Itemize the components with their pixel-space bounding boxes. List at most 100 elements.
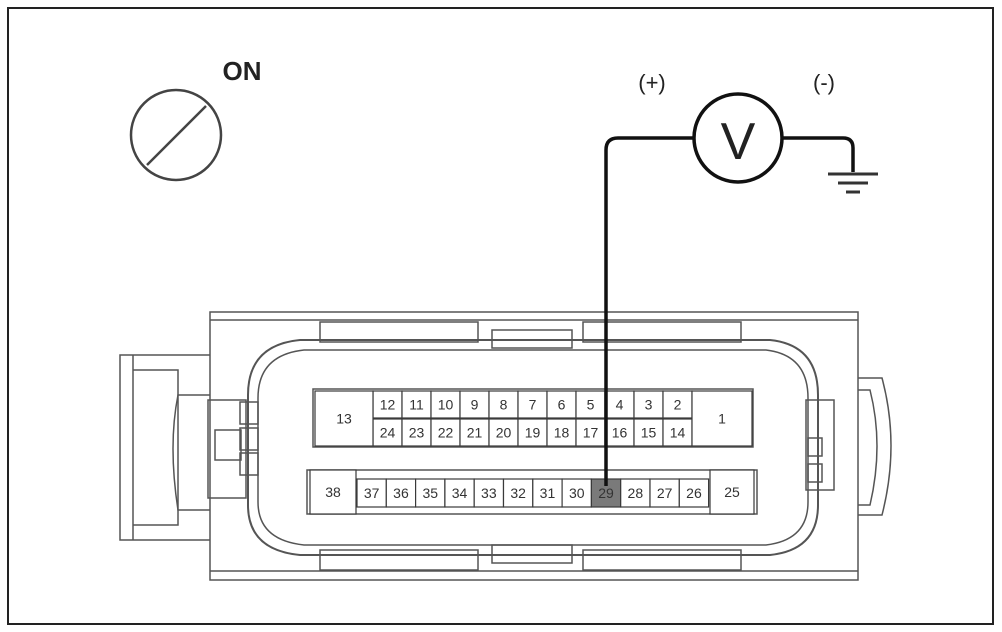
pin-number: 38 (325, 484, 341, 500)
connector-pin-20: 20 (488, 418, 519, 447)
positive-lead-label: (+) (638, 70, 666, 95)
connector-pin-2: 2 (662, 390, 693, 419)
connector-pin-36: 36 (385, 478, 417, 508)
pin-cell (517, 390, 548, 419)
pin-cell (561, 478, 592, 508)
connector-pin-16: 16 (604, 418, 635, 447)
pin-cell (709, 469, 755, 515)
connector-pin-12: 12 (372, 390, 403, 419)
pin-number: 20 (496, 425, 512, 441)
pin-number: 27 (657, 485, 673, 501)
connector-pin-1: 1 (691, 390, 753, 447)
pin-cell (401, 418, 432, 447)
pin-cell (517, 418, 548, 447)
pin-number: 14 (670, 425, 686, 441)
connector-pin-31: 31 (532, 478, 563, 508)
pin-cell (385, 478, 417, 508)
pin-cell (691, 390, 753, 447)
pin-number: 19 (525, 425, 541, 441)
connector-pin-7: 7 (517, 390, 548, 419)
connector-pin-10: 10 (430, 390, 461, 419)
pin-cell (309, 469, 357, 515)
pin-cell (473, 478, 505, 508)
pin-cell (633, 390, 664, 419)
positive-lead-wire (604, 136, 694, 486)
pin-number: 33 (481, 485, 497, 501)
connector-pin-9: 9 (459, 390, 490, 419)
pin-number: 25 (724, 484, 740, 500)
pin-number: 11 (409, 397, 424, 413)
pin-number: 34 (452, 485, 468, 501)
connector-pin-33: 33 (473, 478, 505, 508)
ground-icon (828, 172, 878, 194)
pin-cell (649, 478, 680, 508)
pin-number: 17 (583, 425, 599, 441)
pin-number: 31 (540, 485, 556, 501)
connector-pin-25: 25 (709, 469, 755, 515)
connector-pin-34: 34 (444, 478, 475, 508)
connector-pin-21: 21 (459, 418, 490, 447)
diagram-frame (7, 7, 994, 625)
connector-pin-14: 14 (662, 418, 693, 447)
connector-pin-38: 38 (309, 469, 357, 515)
pin-cell (502, 478, 534, 508)
voltmeter-symbol: V (721, 113, 756, 171)
pin-number: 7 (529, 397, 537, 413)
connector-pin-6: 6 (546, 390, 577, 419)
pin-cell (620, 478, 651, 508)
negative-lead-label: (-) (813, 70, 835, 95)
pin-cell (546, 390, 577, 419)
pin-number: 4 (616, 397, 624, 413)
pin-number: 24 (380, 425, 396, 441)
connector-pin-18: 18 (546, 418, 577, 447)
connector-pin-19: 19 (517, 418, 548, 447)
pin-number: 26 (686, 485, 702, 501)
pin-cell (678, 478, 710, 508)
pin-number: 6 (558, 397, 566, 413)
pin-number: 1 (718, 411, 726, 427)
pin-number: 10 (438, 397, 454, 413)
pin-number: 15 (641, 425, 657, 441)
pin-cell (459, 418, 490, 447)
negative-lead-wire (782, 136, 855, 172)
connector-pin-13: 13 (314, 390, 374, 447)
connector-pin-5: 5 (575, 390, 606, 419)
connector-pin-11: 11 (401, 390, 432, 419)
pin-number: 3 (645, 397, 653, 413)
pin-number: 22 (438, 425, 454, 441)
pin-number: 2 (674, 397, 682, 413)
connector-pin-30: 30 (561, 478, 592, 508)
pin-cell (575, 390, 606, 419)
pin-cell (604, 390, 635, 419)
pin-cell (415, 478, 446, 508)
connector-pin-3: 3 (633, 390, 664, 419)
pin-number: 35 (422, 485, 438, 501)
pin-cell (314, 390, 374, 447)
pin-cell (459, 390, 490, 419)
pin-number: 29 (598, 485, 614, 501)
pin-cell (546, 418, 577, 447)
pin-number: 32 (510, 485, 526, 501)
pin-number: 8 (500, 397, 508, 413)
connector-pin-37: 37 (356, 478, 387, 508)
connector-pin-4: 4 (604, 390, 635, 419)
connector-pin-8: 8 (488, 390, 519, 419)
connector-housing (119, 311, 892, 581)
pin-number: 13 (336, 411, 352, 427)
connector-pin-35: 35 (415, 478, 446, 508)
pin-number: 23 (409, 425, 425, 441)
pin-cell (401, 390, 432, 419)
pin-number: 36 (393, 485, 409, 501)
connector-pin-24: 24 (372, 418, 403, 447)
pin-number: 21 (467, 425, 483, 441)
pin-number: 18 (554, 425, 570, 441)
connector-pin-26: 26 (678, 478, 710, 508)
pin-number: 30 (569, 485, 585, 501)
connector-pin-28: 28 (620, 478, 651, 508)
ignition-switch-icon (129, 88, 223, 182)
ignition-on-label: ON (223, 56, 262, 86)
connector-pin-17: 17 (575, 418, 606, 447)
pin-number: 5 (587, 397, 595, 413)
